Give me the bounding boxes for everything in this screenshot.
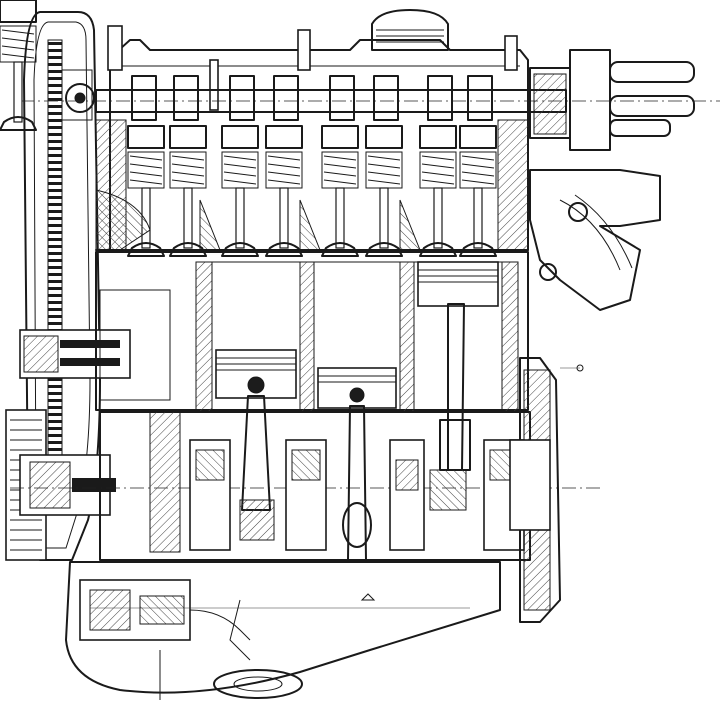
oil-pump	[79, 579, 251, 641]
piston-cylinder-4	[417, 261, 499, 471]
timing-belt	[47, 39, 63, 481]
piston-cylinder-3	[317, 367, 397, 561]
camshaft	[20, 75, 720, 121]
oil-drain-plug	[213, 669, 303, 699]
water-outlet-housing	[529, 169, 661, 311]
cylinder-head-section	[95, 119, 529, 251]
intermediate-shaft-pulley	[19, 289, 171, 401]
oil-filler-cap	[371, 9, 449, 51]
distributor	[529, 49, 695, 151]
piston-cylinder-2	[215, 349, 297, 511]
main-bearings	[149, 411, 525, 553]
valve-springs	[0, 0, 497, 257]
cylinder-block	[95, 251, 529, 413]
cam-sprocket	[61, 69, 95, 121]
flywheel	[509, 357, 584, 623]
oil-pickup-tube	[159, 599, 251, 700]
oil-pan	[65, 561, 501, 694]
crankshaft-pulley	[5, 409, 116, 561]
head-bolts	[107, 25, 518, 111]
cam-lobes	[131, 75, 493, 121]
